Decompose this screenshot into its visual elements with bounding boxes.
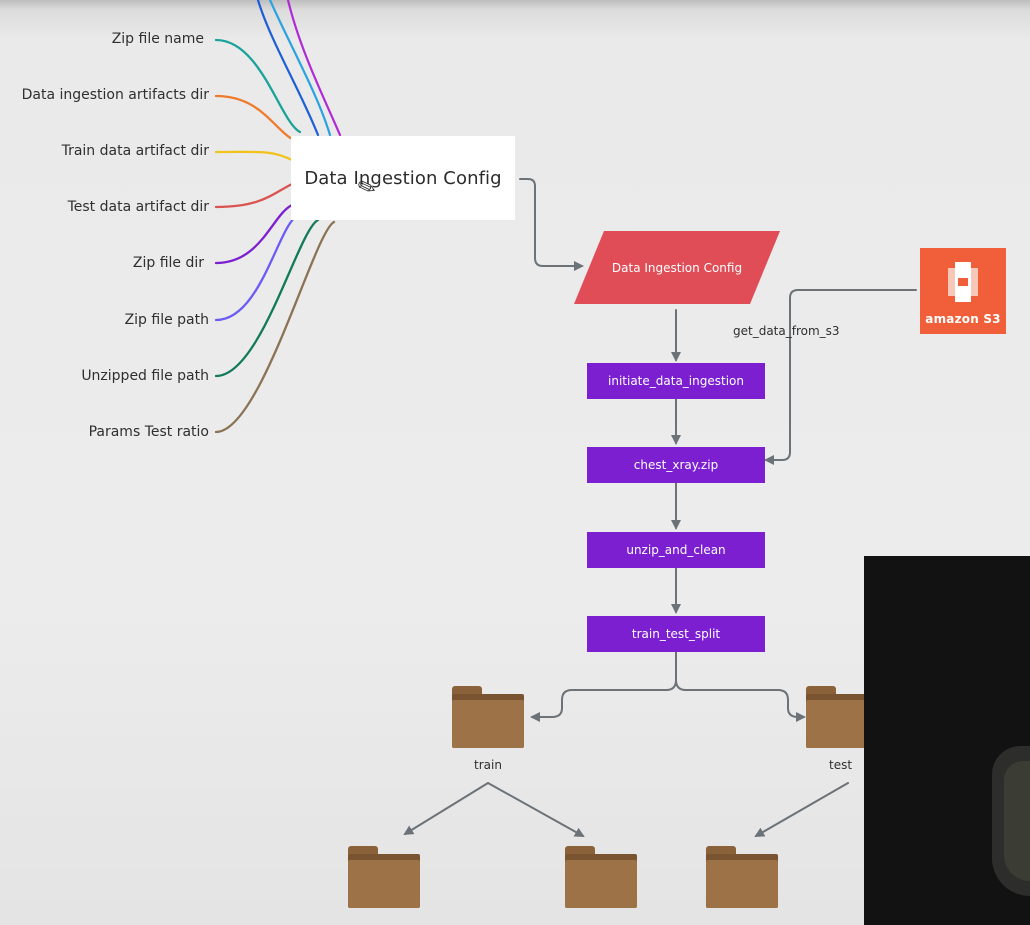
amazon-s3-node[interactable]: amazon S3	[920, 248, 1006, 334]
arrow-s3-to-zip	[764, 289, 917, 465]
wire-input-2	[214, 94, 296, 142]
wire-input-8	[214, 220, 336, 434]
step-train-test-split[interactable]: train_test_split	[587, 616, 765, 652]
parallelogram-fill	[574, 231, 780, 304]
central-config-node[interactable]: Data Ingestion Config	[291, 136, 515, 220]
folder-front	[348, 860, 420, 908]
webcam-overlay	[864, 556, 1030, 925]
input-label-data-ingestion-artifacts-dir: Data ingestion artifacts dir	[21, 87, 209, 103]
input-label-zip-file-name: Zip file name	[111, 31, 204, 47]
s3-bucket-left	[948, 268, 955, 296]
amazon-s3-label: amazon S3	[925, 312, 1001, 326]
config-parallelogram-label: Data Ingestion Config	[611, 260, 743, 275]
input-label-train-data-artifact-dir: Train data artifact dir	[61, 143, 209, 159]
folder-front	[452, 700, 524, 748]
edge-label-get-data-from-s3: get_data_from_s3	[733, 324, 840, 338]
input-label-unzipped-file-path: Unzipped file path	[81, 368, 209, 384]
folder-label-train: train	[474, 758, 502, 772]
wire-input-4	[214, 182, 294, 209]
folder-label-test: test	[829, 758, 853, 772]
wire-input-7	[214, 218, 320, 378]
s3-bucket-right	[971, 268, 978, 296]
arrow-train-to-sub2	[487, 782, 585, 837]
s3-bucket-band	[958, 278, 968, 286]
wire-input-5	[214, 203, 294, 265]
arrow-split-to-train	[530, 651, 677, 722]
wire-input-6	[214, 213, 300, 322]
folder-front	[706, 860, 778, 908]
step-initiate-data-ingestion[interactable]: initiate_data_ingestion	[587, 363, 765, 399]
folder-train-sub-2[interactable]	[565, 846, 637, 908]
arrow-split-to-test	[675, 679, 806, 722]
input-label-test-data-artifact-dir: Test data artifact dir	[67, 199, 209, 215]
arrow-test-to-sub1	[754, 782, 849, 837]
step-unzip-and-clean[interactable]: unzip_and_clean	[587, 532, 765, 568]
wire-top-2	[268, 0, 332, 137]
folder-train[interactable]	[452, 686, 524, 748]
wire-top-3	[286, 0, 342, 137]
config-parallelogram-node[interactable]: Data Ingestion Config	[574, 231, 780, 304]
webcam-chair-highlight	[1004, 761, 1030, 881]
arrow-central-to-config	[519, 178, 584, 271]
central-config-title: Data Ingestion Config	[304, 167, 502, 189]
folder-test-sub-1[interactable]	[706, 846, 778, 908]
arrow-train-to-sub1	[403, 782, 489, 836]
step-chest-xray-zip[interactable]: chest_xray.zip	[587, 447, 765, 483]
wire-top-1	[256, 0, 320, 137]
folder-train-sub-1[interactable]	[348, 846, 420, 908]
parallelogram-shape	[574, 231, 780, 304]
input-label-zip-file-dir: Zip file dir	[132, 255, 204, 271]
input-label-zip-file-path: Zip file path	[124, 312, 209, 328]
input-label-params-test-ratio: Params Test ratio	[88, 424, 209, 440]
wire-input-3	[214, 150, 294, 162]
wire-input-1	[214, 38, 302, 134]
s3-bucket-icon	[948, 262, 978, 302]
folder-front	[565, 860, 637, 908]
